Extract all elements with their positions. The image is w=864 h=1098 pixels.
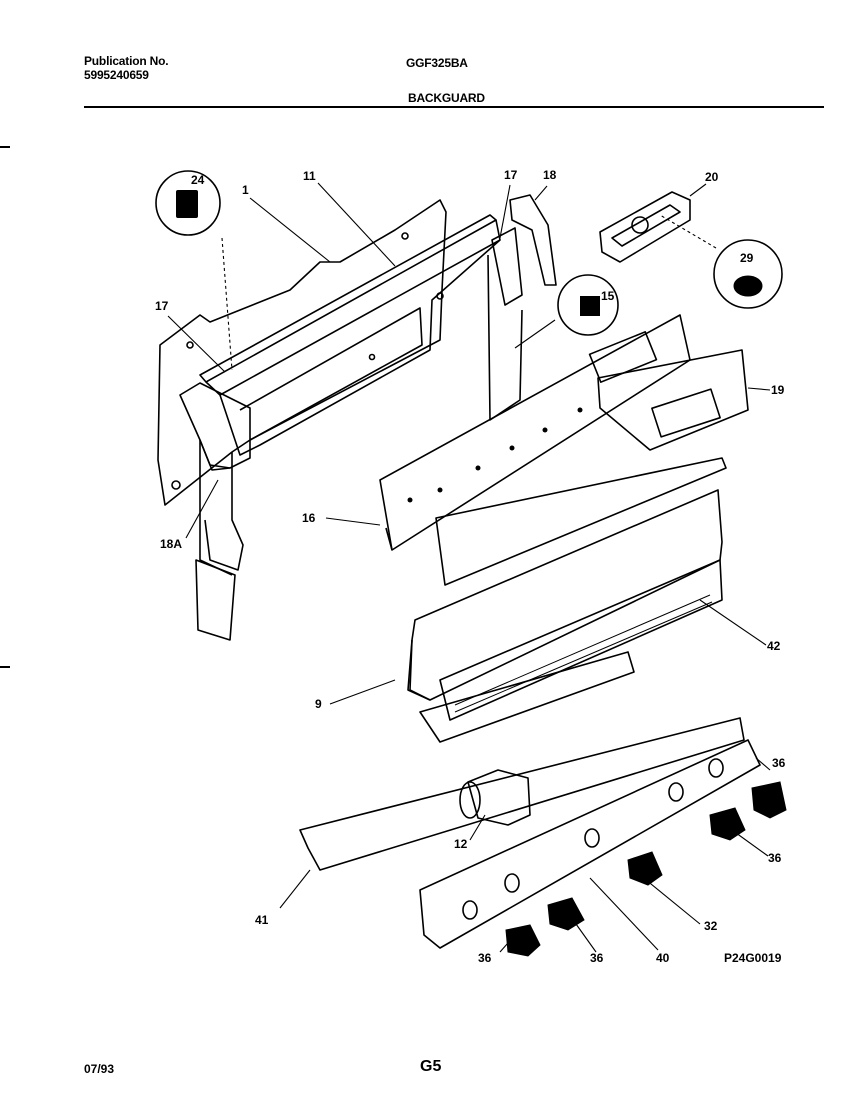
rocker-switch-24	[176, 190, 198, 218]
left-end-cap	[195, 559, 236, 641]
header-rule	[84, 106, 824, 108]
right-end-cap	[509, 194, 557, 286]
control-panel-frame	[379, 314, 691, 551]
callout-12: 12	[454, 837, 468, 851]
callout-40: 40	[656, 951, 670, 965]
callout-17-right: 17	[504, 168, 518, 182]
clip-15	[580, 296, 600, 316]
knob	[751, 781, 787, 819]
right-bracket	[491, 227, 523, 306]
callout-18: 18	[543, 168, 557, 182]
callout-32: 32	[704, 919, 718, 933]
detail-circle-15	[557, 274, 619, 336]
callout-1: 1	[242, 183, 249, 197]
callout-20: 20	[705, 170, 719, 184]
detail-circle-24	[155, 170, 221, 236]
callout-36-lower-left: 36	[478, 951, 492, 965]
publication-number: 5995240659	[84, 68, 149, 82]
callout-36-lower-right: 36	[590, 951, 604, 965]
callout-9: 9	[315, 697, 322, 711]
diagram-code: P24G0019	[724, 951, 782, 965]
knob	[547, 897, 585, 931]
model-number: GGF325BA	[406, 56, 468, 70]
callout-41: 41	[255, 913, 269, 927]
detail-circle-29	[713, 239, 783, 309]
edge-mark	[0, 666, 10, 668]
manifold-panel	[419, 739, 761, 949]
knob-detail-29	[733, 275, 763, 297]
callout-29: 29	[740, 251, 754, 265]
mounting-bracket	[419, 651, 635, 743]
manifold-bracket	[299, 717, 745, 871]
callout-17-left: 17	[155, 299, 169, 313]
section-title: BACKGUARD	[408, 91, 485, 105]
footer-date: 07/93	[84, 1062, 115, 1076]
callout-15: 15	[601, 289, 615, 303]
left-bracket	[179, 382, 251, 471]
footer-page: G5	[420, 1058, 442, 1075]
callout-19: 19	[771, 383, 785, 397]
publication-label: Publication No.	[84, 54, 169, 68]
glass-insert	[435, 457, 727, 586]
knob	[627, 851, 663, 886]
switch	[467, 769, 531, 826]
panel-glass	[597, 349, 749, 451]
callout-18a: 18A	[160, 537, 182, 551]
callout-36-top: 36	[772, 756, 786, 770]
edge-mark	[0, 146, 10, 148]
timer	[599, 191, 691, 263]
callout-24: 24	[191, 173, 205, 187]
rear-panel	[157, 199, 447, 506]
vent-strip	[439, 559, 723, 721]
callout-11: 11	[303, 169, 316, 183]
knob	[505, 924, 541, 957]
knob	[709, 807, 746, 841]
top-trim	[199, 214, 497, 383]
callout-16: 16	[302, 511, 316, 525]
callout-36-mid: 36	[768, 851, 782, 865]
callout-42: 42	[767, 639, 781, 653]
